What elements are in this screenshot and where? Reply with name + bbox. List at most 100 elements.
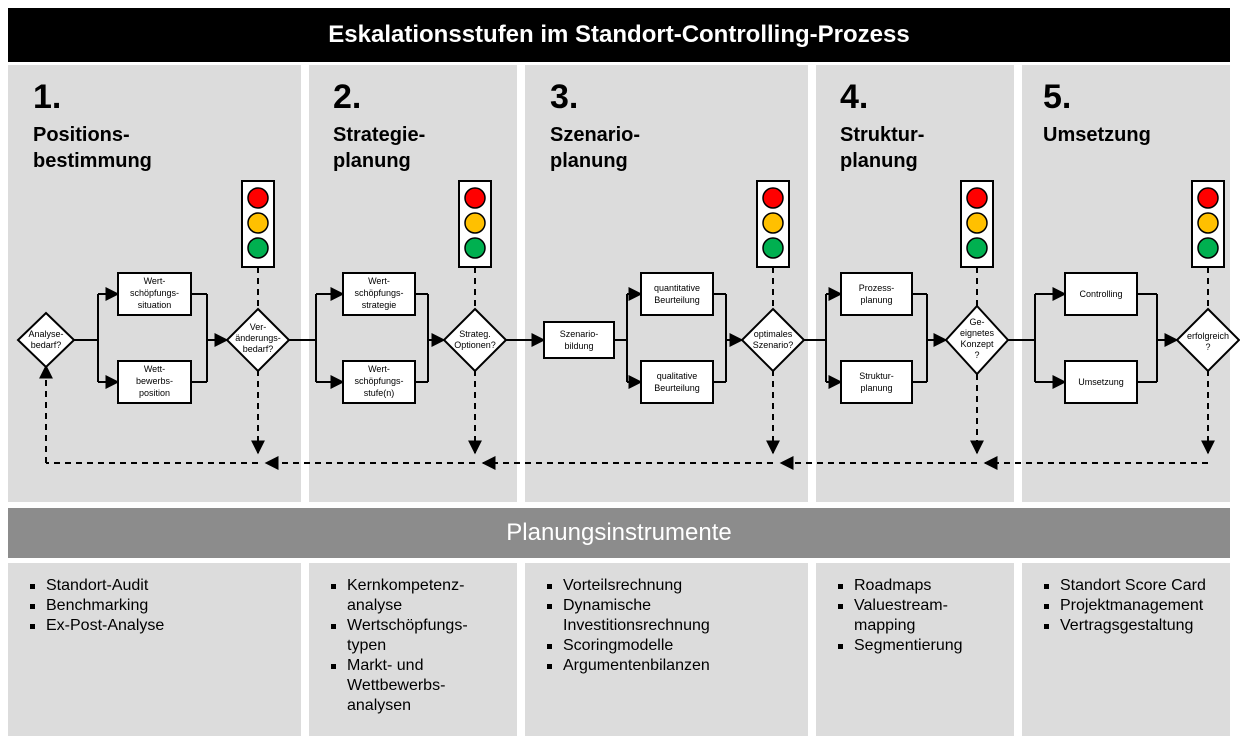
box-label: Beurteilung bbox=[654, 295, 700, 305]
instruments-column-2: Kernkompetenz- analyse Wertschöpfungs- t… bbox=[309, 563, 517, 736]
box-label: position bbox=[139, 388, 170, 398]
process-box: qualitative Beurteilung bbox=[640, 360, 714, 404]
instrument-list: Kernkompetenz- analyse Wertschöpfungs- t… bbox=[329, 576, 517, 716]
instrument-text: Standort Score Card bbox=[1060, 577, 1206, 594]
instrument-list: Roadmaps Valuestream- mapping Segmentier… bbox=[836, 576, 1014, 656]
instrument-item: Roadmaps bbox=[836, 576, 1014, 596]
decision-strateg-optionen: Strateg. Optionen? bbox=[442, 307, 508, 373]
decision-label: änderungs- bbox=[235, 333, 281, 343]
instruments-header: Planungsinstrumente bbox=[8, 508, 1230, 558]
box-label: schöpfungs- bbox=[354, 288, 403, 298]
process-box: Wert- schöpfungs- situation bbox=[117, 272, 192, 316]
process-box: Controlling bbox=[1064, 272, 1138, 316]
instrument-list: Vorteilsrechnung Dynamische Investitions… bbox=[545, 576, 808, 676]
traffic-light-icon bbox=[960, 180, 994, 268]
instruments-column-1: Standort-Audit Benchmarking Ex-Post-Anal… bbox=[8, 563, 301, 736]
instruments-column-3: Vorteilsrechnung Dynamische Investitions… bbox=[525, 563, 808, 736]
stage-title: Umsetzung bbox=[1043, 122, 1151, 148]
box-label: schöpfungs- bbox=[354, 376, 403, 386]
instrument-item: Segmentierung bbox=[836, 636, 1014, 656]
instrument-text: mapping bbox=[854, 617, 916, 634]
instrument-text: Roadmaps bbox=[854, 577, 932, 594]
instrument-text: Standort-Audit bbox=[46, 577, 149, 594]
box-label: Umsetzung bbox=[1078, 377, 1124, 387]
box-label: situation bbox=[138, 300, 172, 310]
stage-title-line: Szenario- bbox=[550, 124, 641, 146]
instrument-text: typen bbox=[347, 637, 387, 654]
decision-label: Optionen? bbox=[454, 340, 496, 350]
process-box: Wert- schöpfungs- strategie bbox=[342, 272, 416, 316]
instrument-text: Projektmanagement bbox=[1060, 597, 1204, 614]
traffic-light-icon bbox=[458, 180, 492, 268]
instrument-text: Dynamische bbox=[563, 597, 652, 614]
box-label: quantitative bbox=[654, 283, 700, 293]
box-label: Wert- bbox=[368, 276, 390, 286]
decision-label: erfolgreich bbox=[1187, 331, 1229, 341]
box-label: Szenario- bbox=[560, 329, 599, 339]
decision-label: optimales bbox=[754, 329, 793, 339]
decision-label: Ver- bbox=[250, 322, 267, 332]
box-label: stufe(n) bbox=[364, 388, 395, 398]
instrument-item: Ex-Post-Analyse bbox=[28, 616, 301, 636]
stage-number: 1. bbox=[33, 78, 62, 116]
box-label: Struktur- bbox=[859, 371, 894, 381]
traffic-light-icon bbox=[1191, 180, 1225, 268]
box-label: bildung bbox=[564, 341, 593, 351]
process-box: Szenario- bildung bbox=[543, 321, 615, 359]
instrument-list: Standort Score Card Projektmanagement Ve… bbox=[1042, 576, 1230, 636]
instrument-item: Scoringmodelle bbox=[545, 636, 808, 656]
box-label: qualitative bbox=[657, 371, 698, 381]
dashed-escalation-lines bbox=[39, 267, 1215, 470]
instrument-text: Segmentierung bbox=[854, 637, 963, 654]
traffic-light-icon bbox=[756, 180, 790, 268]
instrument-item: Markt- und Wettbewerbs- analysen bbox=[329, 656, 517, 716]
instrument-item: Standort Score Card bbox=[1042, 576, 1230, 596]
traffic-light-icon bbox=[241, 180, 275, 268]
instrument-item: Kernkompetenz- analyse bbox=[329, 576, 517, 616]
decision-geeignetes-konzept: Ge- eignetes Konzept ? bbox=[944, 304, 1010, 376]
decision-label: bedarf? bbox=[243, 344, 274, 354]
stage-title-line: planung bbox=[840, 150, 918, 172]
process-box: Wett- bewerbs- position bbox=[117, 360, 192, 404]
instrument-text: Vertragsgestaltung bbox=[1060, 617, 1194, 634]
stage-title-line: Positions- bbox=[33, 124, 130, 146]
instrument-text: Investitionsrechnung bbox=[563, 617, 710, 634]
instrument-text: Scoringmodelle bbox=[563, 637, 674, 654]
instrument-item: Vertragsgestaltung bbox=[1042, 616, 1230, 636]
instrument-item: Wertschöpfungs- typen bbox=[329, 616, 517, 656]
decision-label: Analyse- bbox=[28, 329, 63, 339]
stage-title-line: planung bbox=[550, 150, 628, 172]
decision-label: Ge- bbox=[969, 317, 984, 327]
instrument-text: analysen bbox=[347, 697, 412, 714]
decision-analysebedarf: Analyse- bedarf? bbox=[16, 311, 76, 369]
traffic-lights bbox=[241, 180, 1225, 268]
stage-number: 5. bbox=[1043, 78, 1072, 116]
instrument-text: Ex-Post-Analyse bbox=[46, 617, 165, 634]
box-label: Beurteilung bbox=[654, 383, 700, 393]
decision-label: ? bbox=[974, 350, 979, 360]
instrument-text: Benchmarking bbox=[46, 597, 149, 614]
process-box: Prozess- planung bbox=[840, 272, 913, 316]
instrument-text: Vorteilsrechnung bbox=[563, 577, 683, 594]
box-label: Wert- bbox=[368, 364, 390, 374]
stage-title-line: planung bbox=[333, 150, 411, 172]
box-label: planung bbox=[860, 383, 892, 393]
decision-label: bedarf? bbox=[31, 340, 62, 350]
decision-label: Strateg. bbox=[459, 329, 491, 339]
stage-title-line: bestimmung bbox=[33, 150, 152, 172]
stage-title: Positions- bestimmung bbox=[33, 122, 152, 174]
instruments-column-4: Roadmaps Valuestream- mapping Segmentier… bbox=[816, 563, 1014, 736]
flow-connectors bbox=[74, 287, 1179, 389]
stage-number: 3. bbox=[550, 78, 579, 116]
instrument-text: Kernkompetenz- bbox=[347, 577, 465, 594]
box-label: schöpfungs- bbox=[130, 288, 179, 298]
decision-label: ? bbox=[1205, 342, 1210, 352]
box-label: Wert- bbox=[144, 276, 166, 286]
box-label: Controlling bbox=[1079, 289, 1122, 299]
decision-label: Konzept bbox=[960, 339, 994, 349]
stage-title-line: Umsetzung bbox=[1043, 124, 1151, 146]
box-label: strategie bbox=[362, 300, 397, 310]
page-title: Eskalationsstufen im Standort-Controllin… bbox=[8, 8, 1230, 62]
box-label: planung bbox=[860, 295, 892, 305]
